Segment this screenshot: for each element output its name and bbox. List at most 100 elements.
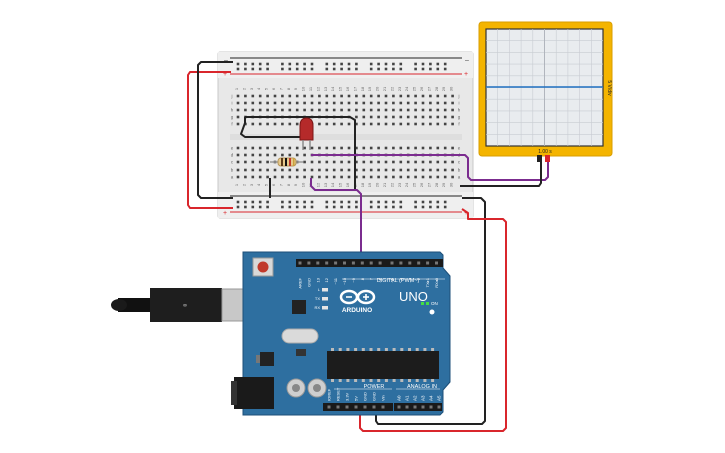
breadboard-hole[interactable] bbox=[369, 94, 373, 98]
breadboard-hole[interactable] bbox=[347, 175, 351, 179]
breadboard-hole[interactable] bbox=[318, 175, 321, 179]
breadboard-hole[interactable] bbox=[347, 146, 351, 150]
wire-purple-scope-probe[interactable] bbox=[311, 154, 549, 181]
rail-hole[interactable] bbox=[340, 200, 343, 204]
breadboard-hole[interactable] bbox=[399, 160, 403, 164]
breadboard-hole[interactable] bbox=[414, 146, 417, 150]
breadboard-hole[interactable] bbox=[436, 175, 440, 179]
rail-hole[interactable] bbox=[258, 62, 262, 66]
breadboard-hole[interactable] bbox=[384, 175, 388, 179]
breadboard-hole[interactable] bbox=[421, 101, 425, 105]
breadboard-hole[interactable] bbox=[377, 94, 380, 98]
breadboard-hole[interactable] bbox=[399, 122, 403, 126]
breadboard-hole[interactable] bbox=[347, 101, 351, 105]
rail-hole[interactable] bbox=[288, 205, 292, 209]
oscilloscope[interactable]: 1.00 s 5 V/div bbox=[478, 21, 613, 162]
analog-pin-hole[interactable] bbox=[429, 405, 433, 409]
rail-hole[interactable] bbox=[295, 200, 299, 204]
rail-hole[interactable] bbox=[414, 205, 417, 209]
rail-hole[interactable] bbox=[436, 200, 440, 204]
breadboard-hole[interactable] bbox=[392, 175, 395, 179]
breadboard-hole[interactable] bbox=[303, 108, 306, 112]
breadboard-hole[interactable] bbox=[355, 160, 358, 164]
breadboard-hole[interactable] bbox=[369, 160, 373, 164]
rail-hole[interactable] bbox=[281, 67, 284, 71]
digital-pin-hole[interactable] bbox=[378, 261, 382, 265]
breadboard-hole[interactable] bbox=[384, 108, 388, 112]
breadboard-hole[interactable] bbox=[236, 115, 240, 119]
breadboard-hole[interactable] bbox=[310, 146, 314, 150]
breadboard-hole[interactable] bbox=[377, 168, 380, 172]
breadboard-hole[interactable] bbox=[384, 115, 388, 119]
breadboard-hole[interactable] bbox=[281, 168, 284, 172]
breadboard-hole[interactable] bbox=[421, 94, 425, 98]
breadboard-hole[interactable] bbox=[377, 160, 380, 164]
rail-hole[interactable] bbox=[384, 200, 388, 204]
rail-hole[interactable] bbox=[236, 200, 240, 204]
rail-hole[interactable] bbox=[236, 205, 240, 209]
breadboard-hole[interactable] bbox=[281, 108, 284, 112]
breadboard-hole[interactable] bbox=[436, 160, 440, 164]
rail-hole[interactable] bbox=[244, 205, 247, 209]
breadboard-hole[interactable] bbox=[251, 101, 255, 105]
breadboard-hole[interactable] bbox=[288, 122, 292, 126]
breadboard-hole[interactable] bbox=[295, 122, 299, 126]
rail-hole[interactable] bbox=[288, 67, 292, 71]
breadboard-hole[interactable] bbox=[318, 168, 321, 172]
rail-hole[interactable] bbox=[392, 200, 395, 204]
rail-hole[interactable] bbox=[332, 67, 336, 71]
power-pin-hole[interactable] bbox=[372, 405, 376, 409]
wire-black-led-loop[interactable] bbox=[240, 117, 300, 138]
breadboard-hole[interactable] bbox=[295, 146, 299, 150]
breadboard-hole[interactable] bbox=[266, 153, 269, 157]
rail-hole[interactable] bbox=[325, 67, 329, 71]
rail-hole[interactable] bbox=[355, 67, 358, 71]
breadboard-hole[interactable] bbox=[429, 146, 432, 150]
breadboard-hole[interactable] bbox=[295, 94, 299, 98]
rail-hole[interactable] bbox=[295, 67, 299, 71]
rail-hole[interactable] bbox=[303, 205, 306, 209]
power-pin-hole[interactable] bbox=[345, 405, 349, 409]
breadboard-hole[interactable] bbox=[421, 108, 425, 112]
breadboard-hole[interactable] bbox=[406, 101, 410, 105]
breadboard-hole[interactable] bbox=[236, 160, 240, 164]
breadboard-hole[interactable] bbox=[362, 175, 366, 179]
breadboard-hole[interactable] bbox=[347, 108, 351, 112]
breadboard-hole[interactable] bbox=[451, 146, 454, 150]
breadboard-hole[interactable] bbox=[288, 146, 292, 150]
breadboard-hole[interactable] bbox=[362, 122, 366, 126]
breadboard-hole[interactable] bbox=[384, 122, 388, 126]
breadboard-hole[interactable] bbox=[399, 146, 403, 150]
rail-hole[interactable] bbox=[414, 67, 417, 71]
breadboard-hole[interactable] bbox=[266, 108, 269, 112]
rail-hole[interactable] bbox=[251, 200, 255, 204]
analog-pin-hole[interactable] bbox=[397, 405, 401, 409]
breadboard-hole[interactable] bbox=[443, 115, 447, 119]
digital-header[interactable] bbox=[296, 259, 443, 267]
digital-pin-hole[interactable] bbox=[298, 261, 302, 265]
breadboard-hole[interactable] bbox=[443, 175, 447, 179]
digital-pin-hole[interactable] bbox=[369, 261, 373, 265]
rail-hole[interactable] bbox=[244, 200, 247, 204]
rail-hole[interactable] bbox=[236, 62, 240, 66]
rail-hole[interactable] bbox=[325, 62, 329, 66]
breadboard-hole[interactable] bbox=[266, 122, 269, 126]
rail-hole[interactable] bbox=[281, 205, 284, 209]
breadboard-hole[interactable] bbox=[340, 160, 343, 164]
breadboard-hole[interactable] bbox=[392, 146, 395, 150]
resistor[interactable] bbox=[270, 157, 303, 167]
breadboard-hole[interactable] bbox=[377, 101, 380, 105]
breadboard-hole[interactable] bbox=[303, 94, 306, 98]
breadboard-hole[interactable] bbox=[362, 94, 366, 98]
usb-cable[interactable]: ⚭ bbox=[111, 288, 253, 322]
breadboard-hole[interactable] bbox=[436, 122, 440, 126]
rail-hole[interactable] bbox=[258, 67, 262, 71]
rail-hole[interactable] bbox=[266, 67, 269, 71]
breadboard-hole[interactable] bbox=[355, 101, 358, 105]
power-header[interactable] bbox=[323, 403, 393, 411]
breadboard-hole[interactable] bbox=[332, 122, 336, 126]
breadboard-hole[interactable] bbox=[244, 175, 247, 179]
breadboard-hole[interactable] bbox=[421, 160, 425, 164]
breadboard-hole[interactable] bbox=[266, 101, 269, 105]
breadboard-hole[interactable] bbox=[258, 101, 262, 105]
